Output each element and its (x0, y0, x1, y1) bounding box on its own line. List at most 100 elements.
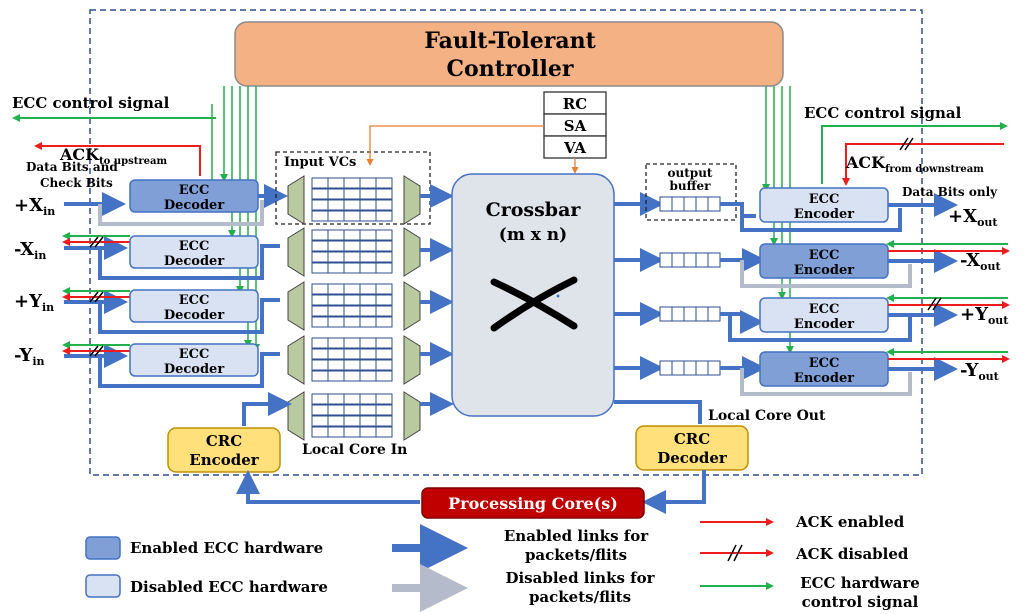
vc-slot (343, 240, 361, 252)
legend-enabled-hw: Enabled ECC hardware (130, 539, 323, 557)
local-core-out-link (614, 400, 702, 424)
ecc-encoder-yplus: ECC Encoder (759, 297, 889, 333)
vc-slot (359, 316, 377, 328)
pipeline-orange-links (366, 125, 579, 174)
svg-text:-Xout: -Xout (960, 250, 1001, 273)
vc-slot (375, 348, 393, 360)
output-links (888, 193, 958, 381)
port-in-yplus: +Y (14, 291, 43, 312)
crossbar-line2: (m x n) (499, 225, 567, 245)
vc-demux (287, 175, 305, 225)
ecc-control-signal-right-arrow (821, 122, 1008, 184)
vc-slot (375, 359, 393, 371)
output-buffer-xminus (659, 252, 721, 268)
vc-slot (327, 426, 345, 438)
vc-slot (375, 229, 393, 241)
crossbar-line1: Crossbar (486, 199, 582, 221)
vc-slot (327, 240, 345, 252)
legend-disabled-links-1: Disabled links for (505, 569, 655, 587)
port-out-xminus: -X (960, 250, 980, 271)
output-buffer-slot (695, 196, 709, 212)
svg-text:+Xout: +Xout (948, 206, 998, 229)
svg-text:+Yout: +Yout (960, 304, 1009, 327)
ecc-decoder-yminus: ECC Decoder (129, 343, 259, 377)
vc-slot (343, 316, 361, 328)
decoder-bypass-links (98, 244, 280, 388)
svg-text:ECC: ECC (179, 293, 210, 308)
vc-slot (359, 283, 377, 295)
vc-slot (343, 359, 361, 371)
vc-slot (311, 305, 329, 317)
data-bits-only-label: Data Bits only (902, 185, 998, 199)
vc-slot (359, 426, 377, 438)
svg-text:Encoder: Encoder (794, 371, 854, 386)
vc-mux (403, 281, 421, 331)
output-buffer-slot (707, 196, 721, 212)
vc-slot (311, 294, 329, 306)
vc-slot (327, 415, 345, 427)
svg-text:Encoder: Encoder (794, 207, 854, 222)
vc-slot (375, 199, 393, 211)
vc-slot (343, 283, 361, 295)
output-buffer-slot (659, 360, 673, 376)
processing-core-links (236, 470, 706, 514)
vc-slot (311, 229, 329, 241)
vc-slot (327, 370, 345, 382)
vc-slot (343, 305, 361, 317)
encoder-bypass-disabled (740, 260, 912, 396)
vc-mux (403, 335, 421, 385)
output-buffer-slot (695, 252, 709, 268)
processing-core: Processing Core(s) (421, 487, 645, 519)
port-in-xplus: +X (14, 195, 43, 216)
output-buffer-box (645, 163, 737, 221)
vc-slot (375, 251, 393, 263)
svg-text:ECC: ECC (179, 239, 210, 254)
vc-slot (375, 337, 393, 349)
vc-slot (359, 229, 377, 241)
svg-text:ECC: ECC (179, 347, 210, 362)
output-buffer-slot (659, 252, 673, 268)
output-buffer-line2: buffer (670, 179, 712, 193)
svg-text:Decoder: Decoder (164, 198, 224, 213)
vc-slot (327, 177, 345, 189)
vc-slot (327, 305, 345, 317)
vc-slot (311, 240, 329, 252)
vc-slot (327, 393, 345, 405)
vc-slot (375, 393, 393, 405)
vc-slot (311, 337, 329, 349)
right-port-ack-lines (886, 240, 1010, 363)
local-core-out-label: Local Core Out (708, 408, 826, 424)
output-buffer-line1: output (668, 166, 713, 180)
vc-slot (359, 251, 377, 263)
vc-slot (375, 316, 393, 328)
crossbar-output-links (614, 192, 664, 380)
vc-slot (327, 294, 345, 306)
vc-group-local (287, 391, 421, 441)
output-buffer-slot (683, 306, 697, 322)
decoder-bypass-disabled (98, 200, 264, 226)
input-vc-groups (287, 175, 421, 441)
legend-disabled-hw: Disabled ECC hardware (130, 578, 328, 596)
vc-group-xminus (287, 227, 421, 277)
vc-group-xplus (287, 175, 421, 225)
vc-slot (359, 348, 377, 360)
vc-slot (343, 199, 361, 211)
vc-slot (343, 426, 361, 438)
output-buffer-slot (707, 360, 721, 376)
vc-slot (327, 359, 345, 371)
vc-slot (311, 177, 329, 189)
vc-slot (375, 240, 393, 252)
vc-demux (287, 227, 305, 277)
vc-slot (375, 177, 393, 189)
crc-encoder-to-vc-link (242, 392, 292, 426)
vc-slot (375, 210, 393, 222)
output-buffer-slot (671, 196, 685, 212)
output-buffer-slot (683, 196, 697, 212)
vc-slot (327, 348, 345, 360)
vc-slot (375, 283, 393, 295)
ecc-decoder-xplus: ECC Decoder (129, 179, 259, 213)
ack-downstream-main: ACK (845, 153, 886, 172)
svg-text:ACKfrom downstream: ACKfrom downstream (845, 153, 984, 175)
vc-slot (343, 262, 361, 274)
